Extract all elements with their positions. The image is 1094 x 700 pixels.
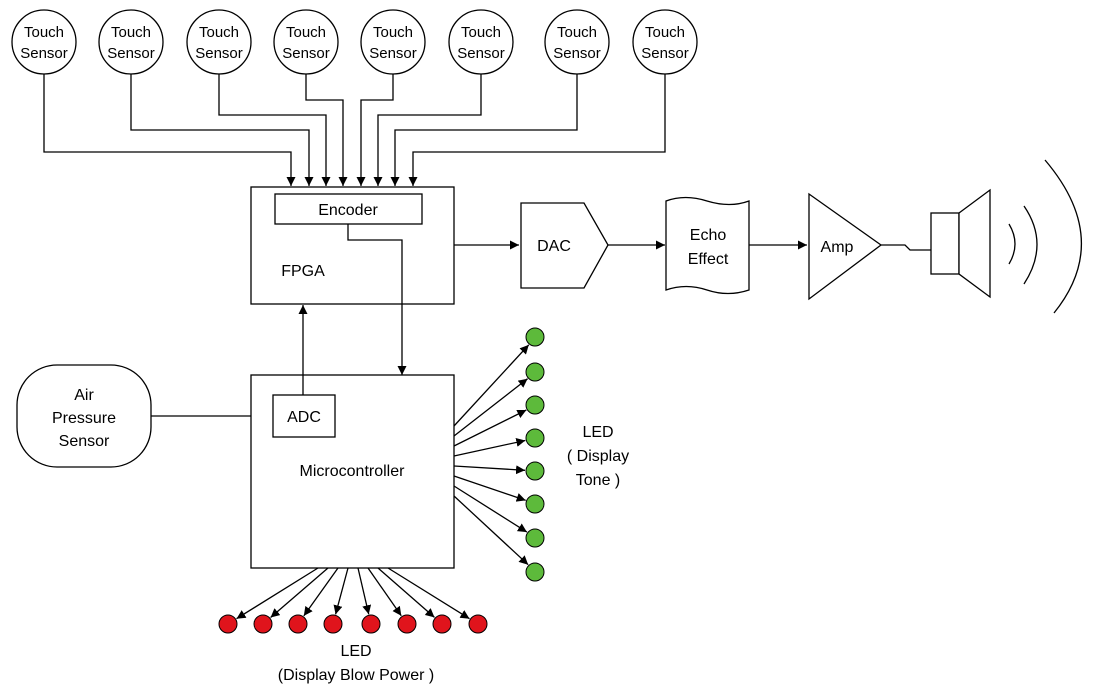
led-tone-dot [525,395,545,415]
touch-sensor-label-line2: Sensor [641,45,689,62]
led-tone-dot [525,428,545,448]
led-blow-label-line2: (Display Blow Power ) [278,667,434,684]
sensor-wire-6 [373,74,482,186]
sensor-wire-8 [408,74,666,186]
led-tone-dot [525,562,545,582]
led-blow-group [218,567,488,634]
touch-sensor-label-line2: Sensor [457,45,505,62]
dac-label: DAC [537,238,571,255]
touch-sensor-label-line1: Touch [199,24,239,41]
touch-sensor-label-line2: Sensor [107,45,155,62]
led-blow-dot [323,614,343,634]
led-tone-arrow [453,475,526,502]
touch-sensor-label-line1: Touch [111,24,151,41]
touch-sensor-label-line2: Sensor [20,45,68,62]
led-tone-label-line3: Tone ) [576,472,620,489]
touch-sensor-4 [273,9,339,75]
led-blow-arrow [367,567,402,617]
speaker-magnet [930,212,960,275]
echo-effect-shape [665,196,750,295]
touch-sensor-label-line2: Sensor [369,45,417,62]
led-tone-dot [525,494,545,514]
touch-sensor-label-line2: Sensor [553,45,601,62]
touch-sensor-6 [448,9,514,75]
touch-sensor-5 [360,9,426,75]
led-blow-dot [253,614,273,634]
led-blow-arrow [270,567,329,618]
touch-sensor-7 [544,9,610,75]
touch-sensor-8 [632,9,698,75]
led-blow-arrow [377,567,435,618]
led-tone-label-line1: LED [582,424,613,441]
led-blow-dot [468,614,488,634]
encoder-label: Encoder [318,202,378,219]
dac-shape [520,202,609,289]
led-blow-dot [288,614,308,634]
air-sensor-line2: Pressure [52,410,116,427]
sensor-wire-7 [390,74,578,186]
sensor-wire-1 [43,74,296,186]
echo-label-line1: Echo [690,227,727,244]
touch-sensor-label-line1: Touch [461,24,501,41]
led-tone-arrow [453,344,530,427]
led-blow-dot [218,614,238,634]
sensor-wire-2 [130,74,314,186]
touch-sensor-label-line2: Sensor [282,45,330,62]
touch-sensor-3 [186,9,252,75]
led-tone-arrow [453,485,528,533]
led-tone-arrow [453,465,526,475]
sound-wave-2 [1023,205,1038,285]
led-tone-group [453,327,545,582]
touch-sensor-label-line1: Touch [373,24,413,41]
led-tone-arrow [453,495,529,566]
led-blow-label-line1: LED [340,643,371,660]
microcontroller-label: Microcontroller [300,463,406,480]
led-blow-dot [361,614,381,634]
sensor-wire-5 [356,74,394,186]
led-blow-arrow [236,567,319,620]
touch-sensor-label-line1: Touch [557,24,597,41]
led-tone-dot [525,362,545,382]
touch-sensor-label-line1: Touch [286,24,326,41]
amp-label: Amp [821,239,854,256]
led-blow-arrow [387,567,470,620]
air-sensor-line1: Air [74,387,94,404]
adc-label: ADC [287,409,321,426]
echo-label-line2: Effect [688,251,729,268]
amp-shape [808,192,883,301]
led-tone-dot [525,461,545,481]
led-blow-arrow [303,567,339,617]
led-tone-dot [525,528,545,548]
touch-sensor-2 [98,9,164,75]
sensor-wires [43,74,666,186]
led-blow-arrow [333,567,349,615]
sensor-wire-3 [218,74,331,186]
sound-wave-1 [1008,223,1016,265]
sensor-wire-4 [305,74,348,186]
fpga-label: FPGA [281,263,325,280]
encoder-to-mcu-arrow [347,224,407,375]
touch-sensor-label-line1: Touch [24,24,64,41]
led-tone-arrow [453,409,527,447]
speaker-cone [958,188,991,299]
led-tone-arrow [453,437,526,457]
sound-wave-3 [1044,159,1082,314]
led-tone-label-line2: ( Display [567,448,629,465]
led-blow-dot [432,614,452,634]
touch-sensor-1 [11,9,77,75]
led-tone-dot [525,327,545,347]
touch-sensor-label-line1: Touch [645,24,685,41]
adc-box [272,394,336,438]
led-blow-dot [397,614,417,634]
led-blow-arrow [357,567,372,615]
air-sensor-line3: Sensor [59,433,110,450]
led-tone-arrow [453,378,528,437]
amp-to-speaker-wire [881,244,931,251]
touch-sensor-label-line2: Sensor [195,45,243,62]
